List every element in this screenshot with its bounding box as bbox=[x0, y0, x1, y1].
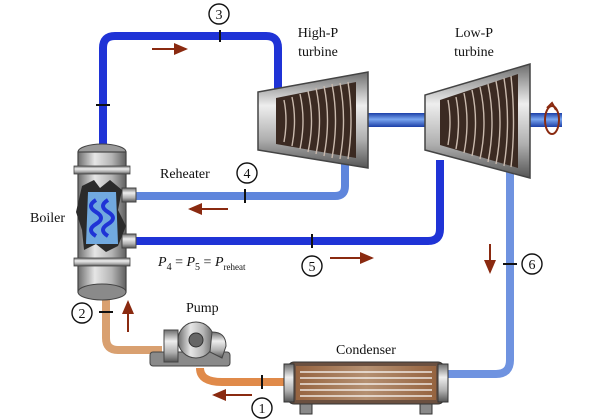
pump-label: Pump bbox=[186, 301, 219, 316]
lp-turbine-label-line2: turbine bbox=[454, 45, 494, 60]
high-p-turbine bbox=[257, 71, 369, 169]
state-3-marker: 3 bbox=[208, 3, 230, 25]
condensate-pipe bbox=[196, 367, 292, 386]
hp-turbine-label-line2: turbine bbox=[298, 45, 338, 60]
svg-text:2: 2 bbox=[79, 307, 86, 322]
exhaust-pipe bbox=[430, 160, 514, 378]
condenser-label: Condenser bbox=[336, 343, 396, 358]
state-6-marker: 6 bbox=[521, 253, 543, 275]
condenser bbox=[283, 361, 449, 415]
svg-text:6: 6 bbox=[529, 258, 536, 273]
rotation-arrow-icon bbox=[544, 101, 560, 135]
main-steam-pipe bbox=[99, 32, 282, 148]
feedwater-pipe bbox=[102, 290, 162, 354]
reheater-label: Reheater bbox=[160, 167, 210, 182]
state-4-marker: 4 bbox=[236, 162, 258, 184]
state-2-marker: 2 bbox=[71, 302, 93, 324]
state-5-marker: 5 bbox=[301, 255, 323, 277]
hp-turbine-label-line1: High-P bbox=[298, 26, 339, 41]
low-p-turbine bbox=[424, 62, 531, 179]
pressure-relation-label: P4 = P5 = Preheat bbox=[157, 255, 246, 273]
state-1-marker: 1 bbox=[251, 397, 273, 419]
pump bbox=[149, 321, 231, 367]
hot-reheat-pipe bbox=[130, 160, 444, 245]
boiler-label: Boiler bbox=[30, 211, 65, 226]
svg-text:4: 4 bbox=[244, 167, 251, 182]
boiler bbox=[73, 143, 137, 301]
svg-text:1: 1 bbox=[259, 402, 266, 417]
lp-turbine-label-line1: Low-P bbox=[455, 26, 493, 41]
cold-reheat-pipe bbox=[130, 160, 349, 200]
svg-text:5: 5 bbox=[309, 260, 316, 275]
svg-text:3: 3 bbox=[216, 8, 223, 23]
